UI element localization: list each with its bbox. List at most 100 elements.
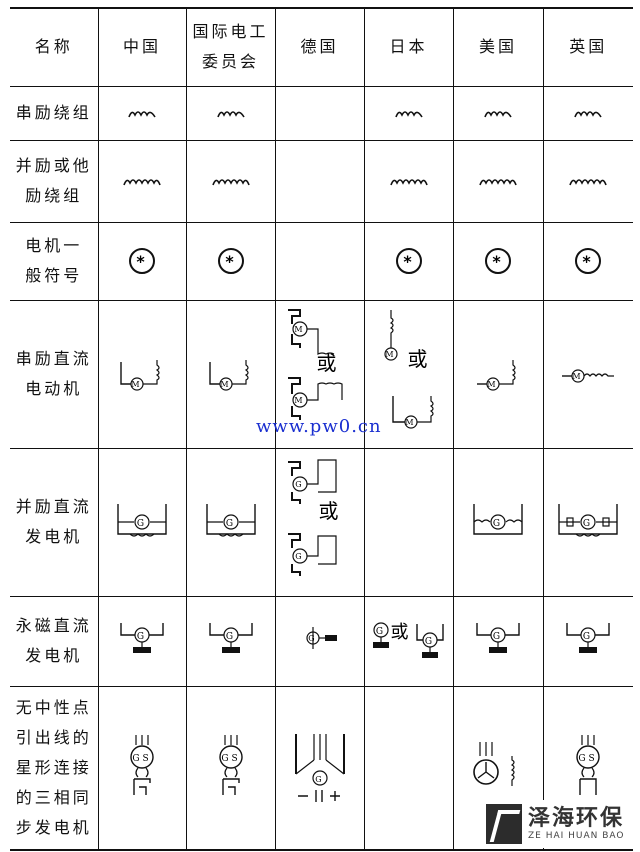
svg-text:G: G — [583, 632, 593, 642]
pm-dc-generator-symbol-germany: G — [274, 595, 365, 687]
table-row: 串励直流 电动机 M M M 或 M M 或 — [10, 299, 633, 449]
svg-text:*: * — [492, 252, 503, 271]
header-row: 名称 中国 国际电工 委员会 德国 日本 美国 英国 — [10, 7, 633, 87]
series-winding-symbol — [542, 85, 633, 141]
svg-text:G: G — [315, 775, 324, 784]
shunt-dc-generator-symbol-germany: G 或 G — [274, 447, 365, 597]
empty-cell — [274, 221, 365, 301]
watermark-text: www.pw0.cn — [256, 416, 382, 437]
header-japan: 日本 — [363, 7, 454, 87]
shunt-winding-symbol — [97, 139, 187, 223]
header-china: 中国 — [97, 7, 187, 87]
empty-cell — [274, 85, 365, 141]
header-germany: 德国 — [274, 7, 365, 87]
shunt-dc-generator-symbol: G — [542, 447, 633, 597]
brand-name-en: ZE HAI HUAN BAO — [528, 831, 625, 841]
svg-text:M: M — [294, 396, 305, 405]
table-row: 并励或他 励绕组 — [10, 139, 633, 223]
svg-text:*: * — [583, 252, 594, 271]
svg-text:*: * — [403, 252, 414, 271]
shunt-winding-symbol — [363, 139, 454, 223]
svg-text:*: * — [225, 252, 236, 271]
row-name: 串励绕组 — [10, 85, 99, 141]
three-phase-sync-generator-symbol-germany: G — [274, 685, 365, 851]
shunt-winding-symbol — [542, 139, 633, 223]
series-dc-motor-symbol-japan: M 或 M — [363, 299, 454, 449]
svg-text:GS: GS — [579, 754, 598, 764]
shunt-dc-generator-symbol: G — [97, 447, 187, 597]
svg-text:M: M — [573, 372, 584, 381]
series-winding-symbol — [452, 85, 544, 141]
svg-text:M: M — [487, 380, 498, 389]
row-name: 并励直流 发电机 — [10, 447, 99, 597]
symbol-comparison-table: 名称 中国 国际电工 委员会 德国 日本 美国 英国 串励绕组 并励或他 励绕组… — [10, 7, 633, 851]
machine-general-symbol: * — [542, 221, 633, 301]
svg-text:或: 或 — [390, 622, 411, 643]
svg-text:M: M — [131, 380, 142, 389]
pm-dc-generator-symbol: G — [97, 595, 187, 687]
table-row: 无中性点 引出线的 星形连接 的三相同 步发电机 GS GS G GS — [10, 685, 633, 851]
empty-cell — [363, 685, 454, 851]
brand-logo-icon — [486, 804, 522, 844]
pm-dc-generator-symbol: G — [452, 595, 544, 687]
machine-general-symbol: * — [452, 221, 544, 301]
svg-text:GS: GS — [132, 754, 151, 764]
table-row: 并励直流 发电机 G G G 或 G G G — [10, 447, 633, 597]
series-winding-symbol — [363, 85, 454, 141]
series-dc-motor-symbol: M — [452, 299, 544, 449]
series-dc-motor-symbol: M — [542, 299, 633, 449]
header-iec: 国际电工 委员会 — [185, 7, 276, 87]
table-row: 串励绕组 — [10, 85, 633, 141]
header-usa: 美国 — [452, 7, 544, 87]
header-uk: 英国 — [542, 7, 633, 87]
svg-text:M: M — [405, 418, 416, 427]
empty-cell — [363, 447, 454, 597]
row-name: 电机一 般符号 — [10, 221, 99, 301]
machine-general-symbol: * — [363, 221, 454, 301]
svg-text:M: M — [220, 380, 231, 389]
svg-text:*: * — [136, 252, 147, 271]
machine-general-symbol: * — [185, 221, 276, 301]
svg-text:或: 或 — [407, 347, 430, 371]
series-dc-motor-symbol-germany: M 或 M — [274, 299, 365, 449]
shunt-dc-generator-symbol: G — [185, 447, 276, 597]
machine-general-symbol: * — [97, 221, 187, 301]
shunt-winding-symbol — [185, 139, 276, 223]
svg-text:G: G — [308, 634, 317, 643]
svg-text:或: 或 — [318, 499, 341, 523]
svg-text:G: G — [493, 632, 503, 642]
pm-dc-generator-symbol: G — [185, 595, 276, 687]
brand-name-cn: 泽海环保 — [528, 806, 625, 831]
svg-text:G: G — [137, 519, 147, 529]
svg-text:M: M — [385, 350, 396, 359]
svg-text:G: G — [295, 480, 304, 489]
series-dc-motor-symbol: M — [185, 299, 276, 449]
svg-text:G: G — [225, 519, 235, 529]
svg-text:GS: GS — [221, 754, 240, 764]
three-phase-sync-generator-symbol: GS — [185, 685, 276, 851]
brand-logo: 泽海环保 ZE HAI HUAN BAO — [484, 800, 636, 848]
svg-text:M: M — [294, 325, 305, 334]
svg-text:G: G — [583, 519, 593, 529]
svg-text:G: G — [493, 519, 503, 529]
series-dc-motor-symbol: M — [97, 299, 187, 449]
series-winding-symbol — [185, 85, 276, 141]
svg-text:G: G — [225, 632, 235, 642]
table-row: 电机一 般符号 * * * * * — [10, 221, 633, 301]
svg-text:G: G — [295, 552, 304, 561]
row-name: 并励或他 励绕组 — [10, 139, 99, 223]
svg-text:G: G — [137, 632, 147, 642]
shunt-winding-symbol — [452, 139, 544, 223]
row-name: 串励直流 电动机 — [10, 299, 99, 449]
svg-text:G: G — [375, 627, 385, 637]
row-name: 无中性点 引出线的 星形连接 的三相同 步发电机 — [10, 685, 99, 851]
empty-cell — [274, 139, 365, 223]
shunt-dc-generator-symbol: G — [452, 447, 544, 597]
pm-dc-generator-symbol: G — [542, 595, 633, 687]
three-phase-sync-generator-symbol: GS — [97, 685, 187, 851]
row-name: 永磁直流 发电机 — [10, 595, 99, 687]
svg-text:或: 或 — [316, 351, 339, 375]
series-winding-symbol — [97, 85, 187, 141]
